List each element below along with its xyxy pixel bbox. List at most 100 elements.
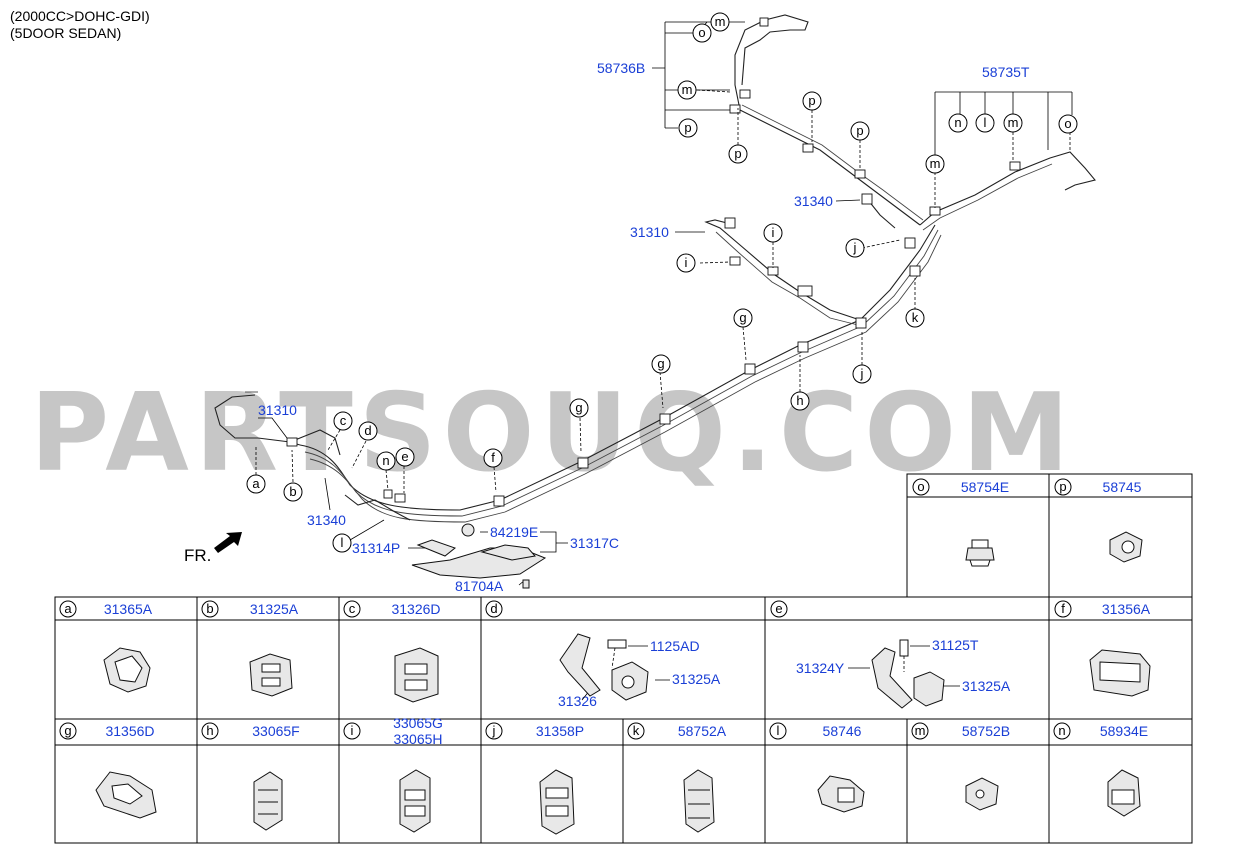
svg-text:m: m bbox=[682, 82, 693, 97]
bubble-b: b bbox=[283, 482, 303, 502]
callout-31340-front[interactable]: 31340 bbox=[307, 512, 346, 528]
bubble-g: g bbox=[733, 308, 753, 328]
letter-bubbles: m o m p p p p n l m o m i i j k g g j h … bbox=[246, 12, 1078, 553]
callout-81704A[interactable]: 81704A bbox=[455, 578, 504, 594]
cell-l-header[interactable]: l 58746 bbox=[769, 722, 862, 740]
part-j-drawing bbox=[539, 769, 575, 835]
svg-text:o: o bbox=[917, 479, 924, 494]
svg-text:c: c bbox=[349, 601, 356, 616]
cell-c-header[interactable]: c 31326D bbox=[343, 600, 441, 618]
callout-31326[interactable]: 31326 bbox=[558, 693, 597, 709]
part-b-drawing bbox=[249, 653, 293, 697]
part-illustrations bbox=[95, 531, 1151, 835]
svg-text:n: n bbox=[954, 115, 961, 130]
shield-plates bbox=[411, 523, 547, 589]
callout-1125AD[interactable]: 1125AD bbox=[650, 638, 700, 654]
svg-text:m: m bbox=[930, 156, 941, 171]
svg-text:m: m bbox=[1008, 115, 1019, 130]
bubble-e: e bbox=[395, 447, 415, 467]
cell-h-header[interactable]: h 33065F bbox=[201, 722, 300, 740]
svg-text:i: i bbox=[685, 255, 688, 270]
part-callouts[interactable]: 58736B 58735T 31340 31310 31310 31340 31… bbox=[258, 60, 1030, 594]
cell-d-callouts[interactable]: 1125AD 31325A 31326 bbox=[558, 638, 721, 709]
svg-text:58754E: 58754E bbox=[961, 479, 1009, 495]
bubble-l: l bbox=[332, 533, 352, 553]
cell-e-callouts[interactable]: 31125T 31324Y 31325A bbox=[796, 637, 1011, 694]
svg-text:h: h bbox=[206, 723, 213, 738]
svg-text:58746: 58746 bbox=[823, 723, 862, 739]
watermark: PARTSOUQ.COM bbox=[30, 371, 1075, 496]
svg-text:g: g bbox=[64, 723, 71, 738]
svg-text:l: l bbox=[777, 723, 780, 738]
bubble-l: l bbox=[975, 113, 995, 133]
cell-o-header[interactable]: o 58754E bbox=[912, 478, 1009, 496]
part-n-drawing bbox=[1107, 769, 1141, 817]
svg-text:i: i bbox=[772, 225, 775, 240]
cell-f-header[interactable]: f 31356A bbox=[1054, 600, 1151, 618]
callout-31317C[interactable]: 31317C bbox=[570, 535, 619, 551]
svg-text:31326D: 31326D bbox=[391, 601, 440, 617]
callout-31325A-e[interactable]: 31325A bbox=[962, 678, 1011, 694]
svg-text:p: p bbox=[734, 146, 741, 161]
svg-text:g: g bbox=[657, 356, 664, 371]
part-d-drawing bbox=[559, 633, 649, 701]
svg-text:31356A: 31356A bbox=[1102, 601, 1151, 617]
part-i-drawing bbox=[399, 769, 431, 833]
callout-31324Y[interactable]: 31324Y bbox=[796, 660, 845, 676]
bubble-m: m bbox=[925, 154, 945, 174]
svg-text:o: o bbox=[698, 25, 705, 40]
bubble-h: h bbox=[790, 391, 810, 411]
part-e-drawing bbox=[871, 639, 945, 709]
svg-text:n: n bbox=[382, 453, 389, 468]
callout-31125T[interactable]: 31125T bbox=[932, 637, 979, 653]
callout-31310-upper[interactable]: 31310 bbox=[630, 224, 669, 240]
svg-text:31325A: 31325A bbox=[250, 601, 299, 617]
bubble-p: p bbox=[850, 121, 870, 141]
bubble-p: p bbox=[678, 118, 698, 138]
part-k-drawing bbox=[683, 769, 715, 833]
callout-58735T[interactable]: 58735T bbox=[982, 64, 1030, 80]
svg-text:p: p bbox=[684, 120, 691, 135]
bubble-m: m bbox=[1003, 113, 1023, 133]
svg-text:g: g bbox=[739, 310, 746, 325]
svg-text:k: k bbox=[633, 723, 640, 738]
callout-58736B[interactable]: 58736B bbox=[597, 60, 645, 76]
svg-text:33065H: 33065H bbox=[393, 731, 442, 747]
bubble-n: n bbox=[948, 113, 968, 133]
cell-d-header: d bbox=[485, 600, 503, 618]
svg-text:p: p bbox=[1059, 479, 1066, 494]
bubble-j: j bbox=[852, 364, 872, 384]
parts-grid bbox=[54, 473, 1193, 844]
svg-text:33065F: 33065F bbox=[252, 723, 299, 739]
svg-text:31358P: 31358P bbox=[536, 723, 584, 739]
part-l-drawing bbox=[817, 775, 865, 813]
callout-31325A-d[interactable]: 31325A bbox=[672, 671, 721, 687]
part-o-drawing bbox=[965, 539, 995, 567]
front-direction-label: FR. bbox=[184, 546, 211, 565]
bubble-m: m bbox=[710, 12, 730, 32]
svg-text:n: n bbox=[1058, 723, 1065, 738]
bubble-p: p bbox=[728, 144, 748, 164]
pipe-clips bbox=[286, 17, 1021, 507]
engine-spec-label: (2000CC>DOHC-GDI) bbox=[10, 8, 150, 24]
callout-31310-front[interactable]: 31310 bbox=[258, 402, 297, 418]
part-m-drawing bbox=[965, 777, 999, 811]
callout-31340-rear[interactable]: 31340 bbox=[794, 193, 833, 209]
svg-text:58752B: 58752B bbox=[962, 723, 1010, 739]
callout-31314P[interactable]: 31314P bbox=[352, 540, 400, 556]
svg-text:f: f bbox=[1061, 601, 1065, 616]
bubble-g: g bbox=[569, 398, 589, 418]
callout-84219E[interactable]: 84219E bbox=[490, 524, 538, 540]
svg-text:e: e bbox=[775, 601, 782, 616]
part-p-drawing bbox=[1109, 531, 1143, 563]
